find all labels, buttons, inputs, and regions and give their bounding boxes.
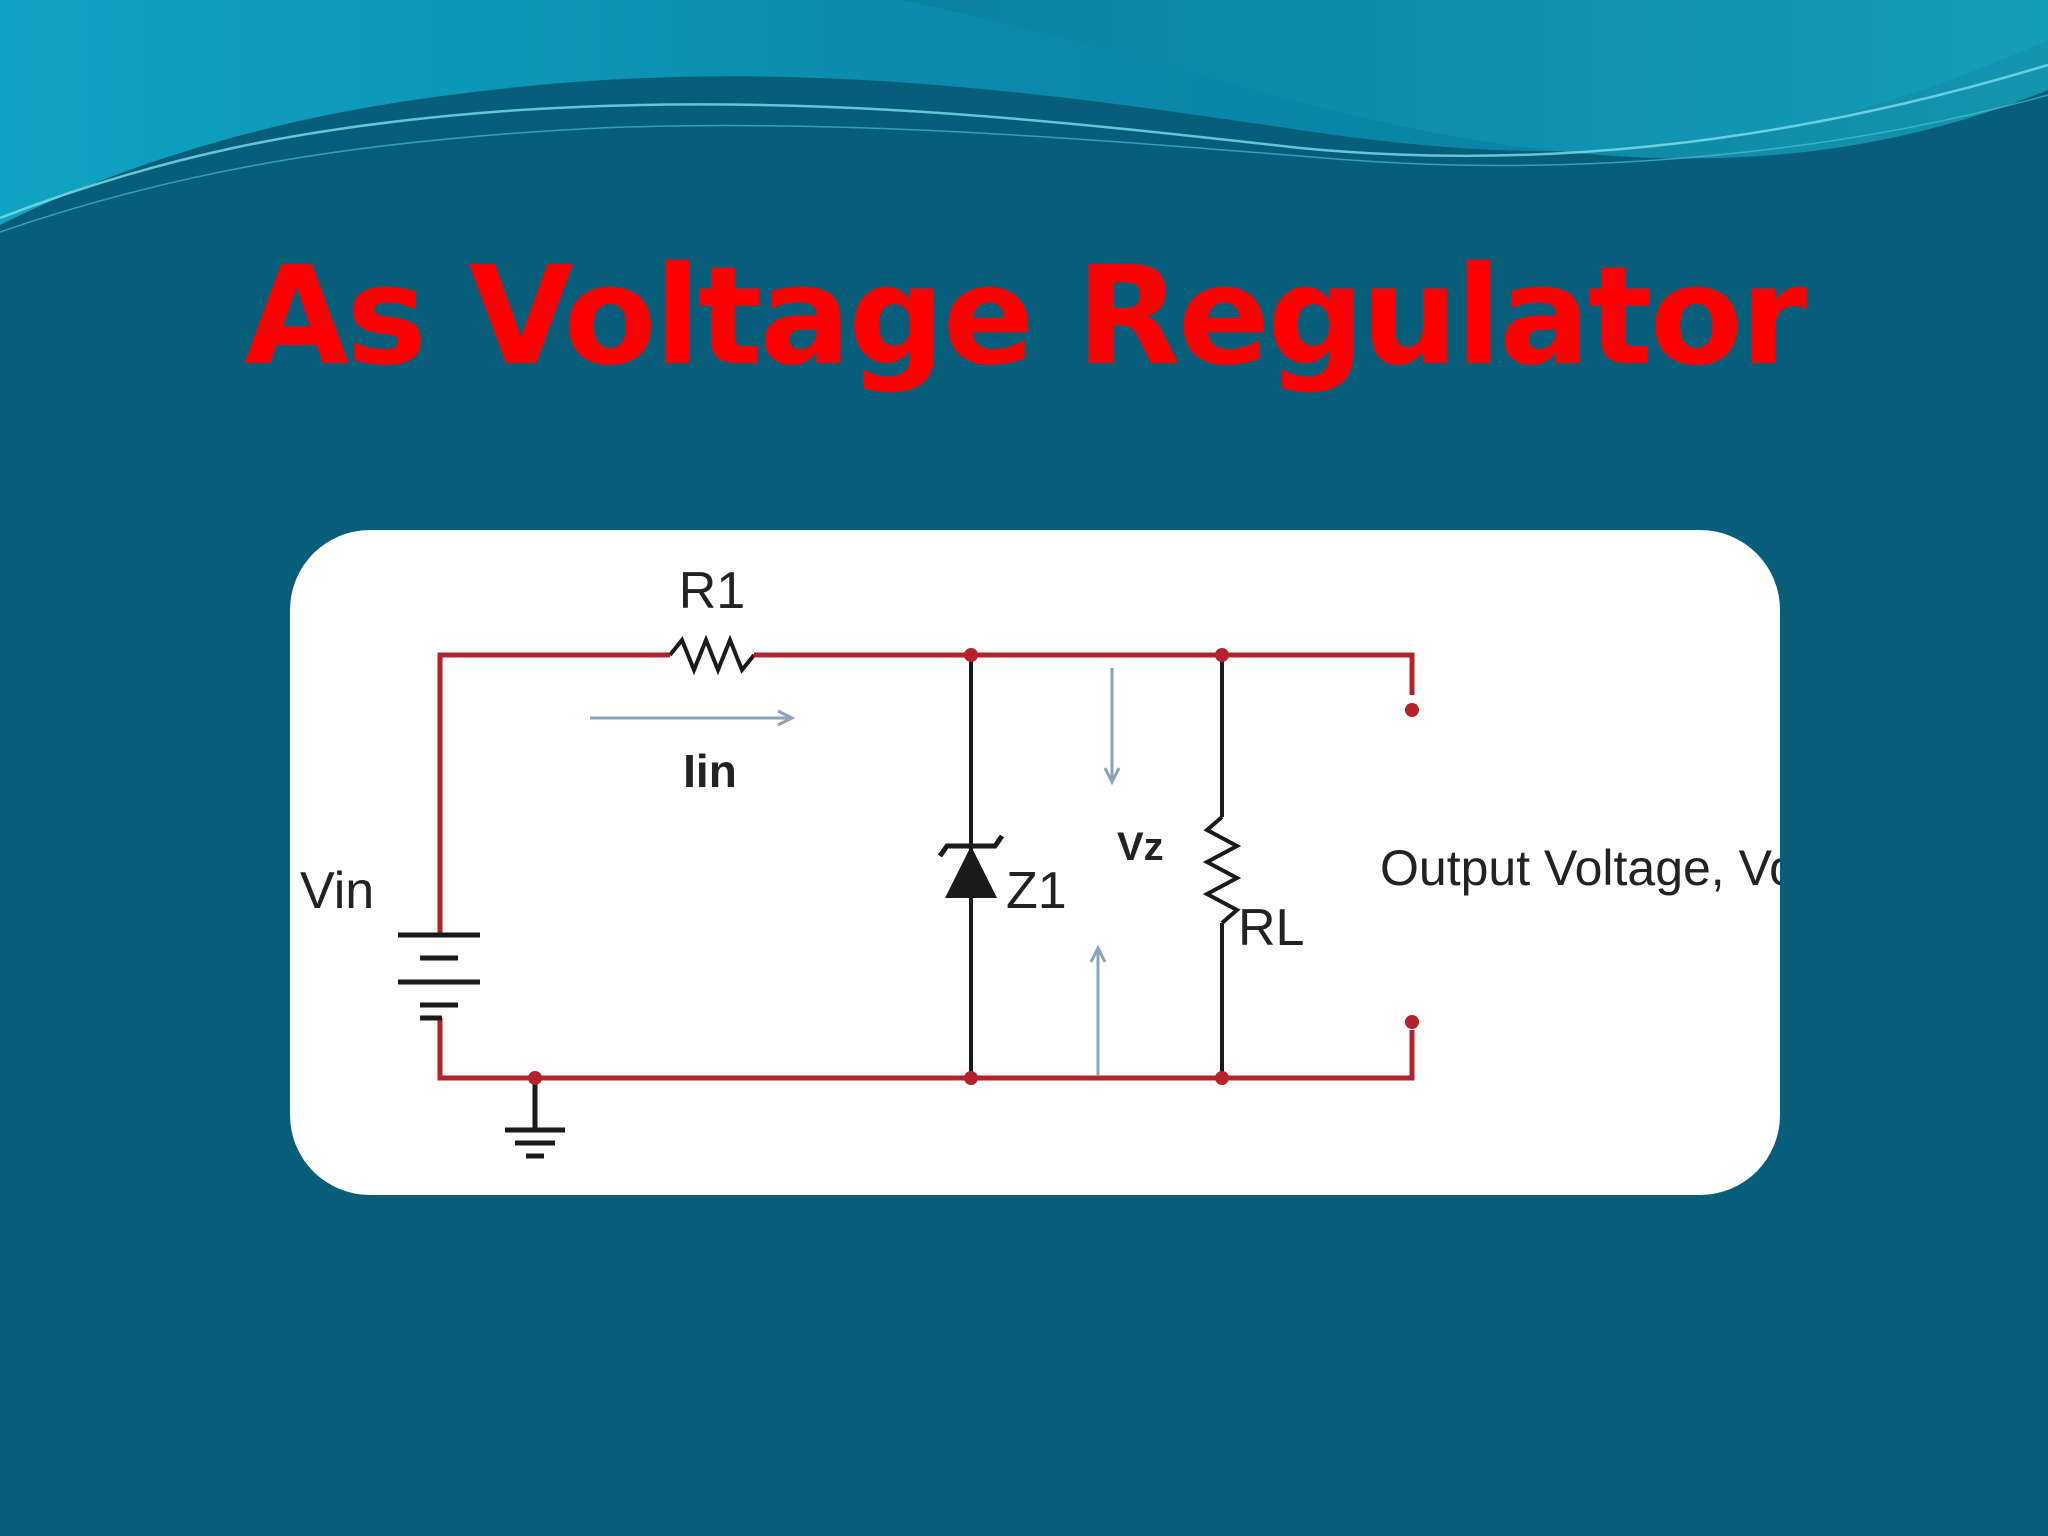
- zener-diode-z1: [937, 834, 1005, 898]
- resistor-r1: [668, 634, 756, 676]
- label-r1: R1: [679, 562, 745, 620]
- vz-arrow-up: [1089, 944, 1107, 1076]
- label-z1: Z1: [1006, 862, 1067, 920]
- label-rl: RL: [1238, 899, 1304, 957]
- label-vin: Vin: [300, 862, 374, 920]
- ground-symbol: [505, 1078, 565, 1159]
- junction-dots: [964, 648, 1419, 1085]
- ground-junction: [528, 1071, 542, 1085]
- wire-top-left: [437, 652, 670, 935]
- slide-title: As Voltage Regulator: [243, 238, 1807, 396]
- label-iin: Iin: [683, 745, 737, 797]
- iin-current-arrow: [590, 709, 796, 727]
- label-output-voltage: Output Voltage, Vo: [1380, 840, 1780, 896]
- circuit-diagram-panel: R1 Iin Vin Z1 Vz RL Output Voltage, Vo: [290, 530, 1780, 1195]
- battery-vin: [398, 932, 480, 1021]
- wire-top-right: [754, 652, 1415, 695]
- resistor-rl: [1202, 815, 1242, 925]
- wire-bottom: [437, 1018, 1415, 1081]
- label-vz: Vz: [1117, 825, 1164, 869]
- vz-arrow-down: [1103, 668, 1121, 786]
- zener-regulator-circuit: R1 Iin Vin Z1 Vz RL Output Voltage, Vo: [300, 562, 1780, 1159]
- header-wave-decoration: [0, 0, 2048, 233]
